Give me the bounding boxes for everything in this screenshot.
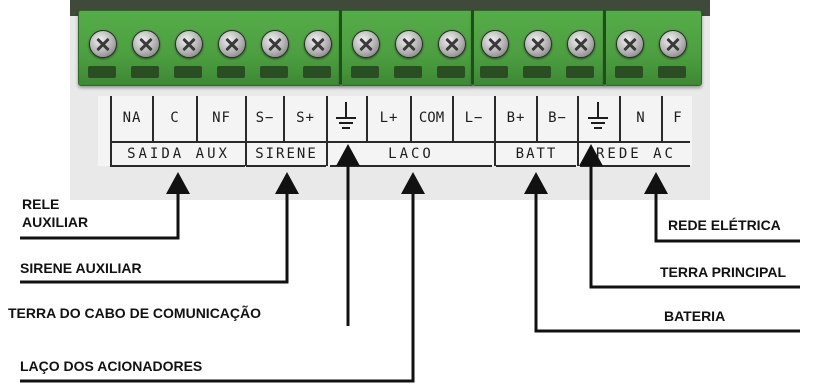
leader-rele-auxiliar (20, 188, 180, 240)
terminal-block-left (78, 10, 342, 86)
panel-divider (410, 96, 412, 142)
screw-hole (260, 66, 288, 78)
panel-divider (619, 96, 621, 142)
ground-symbol-icon (336, 102, 356, 129)
terminal-label-nf: NF (212, 110, 231, 126)
panel-divider (661, 96, 663, 142)
group-label-batt: BATT (515, 146, 558, 162)
arrow-up-icon (579, 144, 603, 166)
arrow-up-icon (336, 144, 360, 166)
screw-hole (217, 66, 245, 78)
leader-rede-eletrica (654, 188, 800, 243)
block-divider (603, 10, 606, 84)
screw-icon (395, 30, 423, 58)
annotation-rede-eletrica: REDE ELÉTRICA (668, 217, 781, 233)
leader-laco (20, 188, 415, 383)
screw-icon (218, 30, 246, 58)
screw-icon (481, 30, 509, 58)
panel-bottom-line (246, 165, 326, 167)
screw-hole (480, 66, 508, 78)
block-divider (339, 10, 342, 84)
screw-icon (352, 30, 380, 58)
terminal-label-l-minus: L− (464, 110, 484, 126)
screw-hole (658, 66, 686, 78)
screw-icon (132, 30, 160, 58)
screw-hole (88, 66, 116, 78)
annotation-laco-acionadores: LAÇO DOS ACIONADORES (20, 358, 203, 374)
terminal-label-n: N (636, 110, 646, 126)
panel-bottom-line (580, 165, 690, 167)
group-label-saida-aux: SAIDA AUX (127, 146, 230, 162)
screw-icon (567, 30, 595, 58)
annotation-terra-cabo: TERRA DO CABO DE COMUNICAÇÃO (8, 305, 262, 321)
screw-icon (438, 30, 466, 58)
panel-divider (366, 96, 368, 142)
terminal-label-com: COM (418, 110, 445, 126)
screw-hole (131, 66, 159, 78)
screw-hole (615, 66, 643, 78)
arrow-up-icon (644, 172, 668, 194)
ground-symbol-icon (588, 102, 608, 129)
panel-divider (326, 96, 328, 166)
panel-divider (196, 96, 198, 142)
screw-icon (304, 30, 332, 58)
panel-divider (536, 96, 538, 142)
arrow-up-icon (166, 172, 190, 194)
terminal-label-b-plus: B+ (506, 110, 526, 126)
screw-icon (175, 30, 203, 58)
screw-hole (303, 66, 331, 78)
panel-divider (152, 96, 154, 142)
panel-bottom-line (496, 165, 576, 167)
annotation-auxiliar: AUXILIAR (22, 214, 89, 230)
arrow-up-icon (401, 172, 425, 194)
arrow-up-icon (524, 172, 548, 194)
leader-sirene-auxiliar (20, 188, 289, 284)
screw-hole (523, 66, 551, 78)
annotation-terra-principal: TERRA PRINCIPAL (660, 264, 786, 280)
panel-divider (283, 96, 285, 142)
panel-divider (577, 96, 579, 166)
screw-hole (174, 66, 202, 78)
annotation-bateria: BATERIA (664, 308, 726, 324)
screw-icon (524, 30, 552, 58)
annotation-rele: RELE (22, 196, 60, 212)
terminal-label-b-minus: B− (548, 110, 567, 126)
screw-icon (659, 30, 687, 58)
screw-icon (261, 30, 289, 58)
screw-icon (616, 30, 644, 58)
group-label-laco: LACO (388, 146, 434, 162)
panel-divider (494, 96, 496, 166)
panel-bottom-line (330, 165, 492, 167)
panel-divider (452, 96, 454, 142)
screw-hole (394, 66, 422, 78)
screw-hole (351, 66, 379, 78)
terminal-label-l-plus: L+ (379, 110, 399, 126)
terminal-label-s-minus: S− (255, 110, 275, 126)
panel-divider (110, 96, 112, 166)
panel-bottom-line (110, 165, 245, 167)
block-divider (471, 10, 474, 84)
screw-icon (89, 30, 117, 58)
group-label-sirene: SIRENE (255, 146, 318, 162)
panel-middle-line (110, 141, 690, 143)
leader-bateria (534, 188, 800, 333)
annotation-sirene-auxiliar: SIRENE AUXILIAR (20, 260, 142, 276)
leader-terra-principal (589, 150, 800, 289)
arrow-up-icon (275, 172, 299, 194)
terminal-label-na: NA (122, 110, 142, 126)
panel-divider (245, 96, 247, 166)
terminal-label-c: C (170, 110, 180, 126)
terminal-label-s-plus: S+ (296, 110, 315, 126)
screw-hole (566, 66, 594, 78)
screw-hole (437, 66, 465, 78)
group-label-rede-ac: REDE AC (595, 146, 676, 162)
terminal-label-f: F (673, 110, 683, 126)
